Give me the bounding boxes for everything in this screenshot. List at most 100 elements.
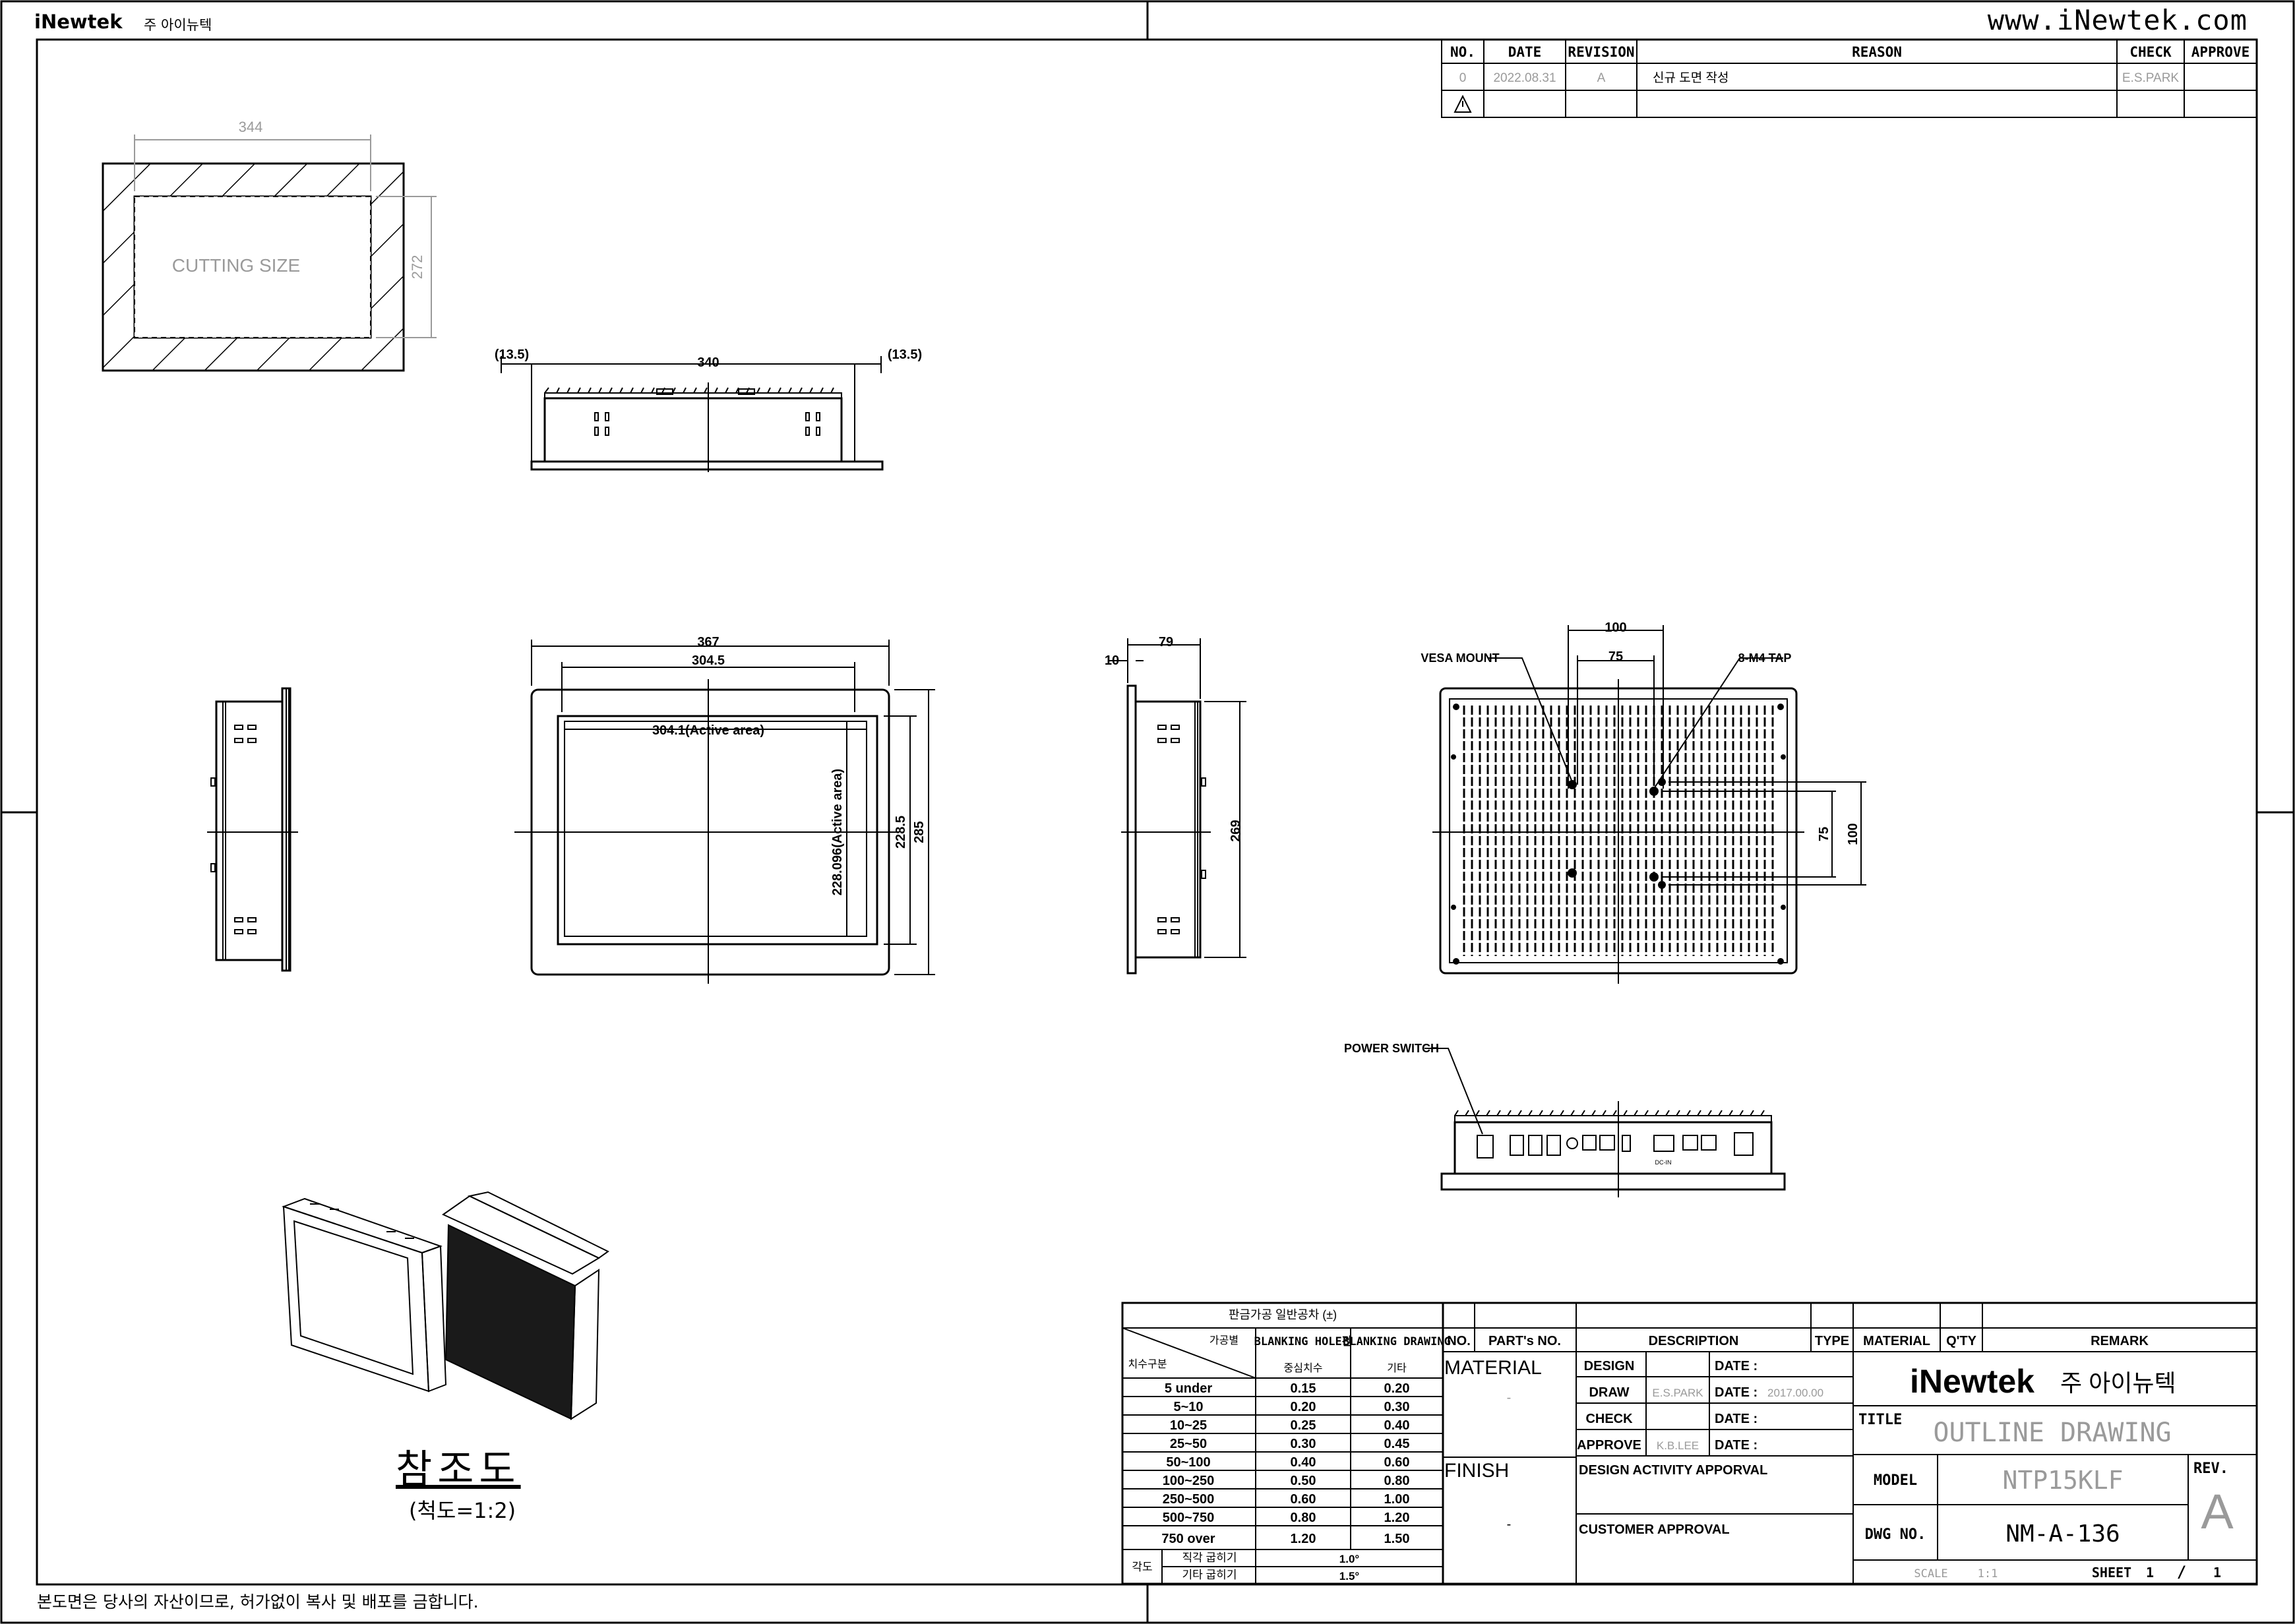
side-depth-dim: 79	[1159, 635, 1173, 649]
rear-dim-75-v: 75	[1817, 827, 1831, 841]
tol-drawing: 1.50	[1384, 1532, 1410, 1546]
title-block-signoff: DESIGN DATE : DRAW E.S.PARK DATE : 2017.…	[1577, 1359, 1823, 1537]
front-view	[514, 640, 935, 984]
title-block-right: iNewtek 주 아이뉴텍 TITLE OUTLINE DRAWING MOD…	[1858, 1363, 2234, 1581]
tb-col-material: MATERIAL	[1863, 1334, 1930, 1348]
website-text: www.iNewtek.com	[1987, 4, 2248, 36]
tb-brand-logo: iNewtek	[1910, 1363, 2035, 1400]
tb-draw-date-label: DATE :	[1715, 1385, 1758, 1400]
tb-check-date-label: DATE :	[1715, 1412, 1758, 1426]
front-bezel-width: 304.5	[692, 653, 725, 668]
tol-hole: 0.20	[1291, 1400, 1316, 1414]
tb-company-ko: 주 아이뉴텍	[2060, 1369, 2176, 1397]
revision-table-text: NO. DATE REVISION REASON CHECK APPROVE	[1450, 44, 2249, 60]
rev-date: 2022.08.31	[1493, 71, 1556, 85]
rev-col-revision: REVISION	[1568, 44, 1634, 60]
tb-col-part: PART's NO.	[1488, 1334, 1561, 1348]
rev-check: E.S.PARK	[2122, 71, 2180, 85]
m4-tap-label: 8-M4 TAP	[1738, 651, 1792, 665]
front-active-width: 304.1(Active area)	[652, 723, 764, 738]
rear-view	[1432, 625, 1866, 984]
tol-drawing: 0.45	[1384, 1437, 1410, 1451]
rear-dim-75-h: 75	[1608, 649, 1623, 664]
power-switch-label: POWER SWITCH	[1344, 1042, 1439, 1055]
tb-sheet-separator: /	[2177, 1563, 2186, 1581]
cutting-width-dim: 344	[239, 119, 263, 135]
tolerance-col1-sub: 중심치수	[1284, 1362, 1323, 1374]
tolerance-diag-bottom: 치수구분	[1128, 1358, 1167, 1370]
side-height-dim: 269	[1229, 820, 1243, 841]
vesa-mount-label: VESA MOUNT	[1421, 651, 1499, 665]
front-active-height: 228.096(Active area)	[830, 769, 845, 895]
tolerance-diag-top: 가공별	[1209, 1335, 1239, 1346]
rev-col-no: NO.	[1450, 44, 1475, 60]
tolerance-title: 판금가공 일반공차 (±)	[1229, 1308, 1337, 1321]
tolerance-col2-head: BLANKING DRAWING	[1343, 1335, 1451, 1348]
cutting-size-label: CUTTING SIZE	[172, 255, 300, 276]
tb-approve-date-label: DATE :	[1715, 1438, 1758, 1453]
tb-rev-value: A	[2201, 1484, 2234, 1539]
tol-hole: 0.60	[1291, 1492, 1316, 1507]
tol-drawing: 0.80	[1384, 1474, 1410, 1488]
reference-scale: (척도=1:2)	[409, 1498, 516, 1523]
title-block	[1442, 1302, 2258, 1585]
tb-dwg-value: NM-A-136	[2005, 1520, 2120, 1548]
top-right-margin-dim: (13.5)	[888, 347, 922, 362]
tol-range: 10~25	[1170, 1418, 1207, 1433]
rear-mount-holes	[1451, 704, 1786, 965]
tol-drawing: 0.30	[1384, 1400, 1410, 1414]
rev-no: 0	[1459, 71, 1467, 85]
tol-hole: 1.20	[1291, 1532, 1316, 1546]
brand-logo: iNewtek	[34, 11, 123, 33]
rev-col-check: CHECK	[2129, 44, 2172, 60]
cutting-height-dim: 272	[409, 255, 425, 280]
rear-dim-100-v: 100	[1846, 823, 1860, 845]
tb-title-label: TITLE	[1858, 1412, 1902, 1428]
tb-col-type: TYPE	[1815, 1334, 1849, 1348]
tol-range: 5~10	[1173, 1400, 1203, 1414]
tb-sheet-total: 1	[2213, 1565, 2221, 1580]
copyright-note: 본도면은 당사의 자산이므로, 허가없이 복사 및 배포를 금합니다.	[37, 1592, 479, 1611]
tolerance-col1-head: BLANKING HOLE간	[1254, 1335, 1353, 1348]
tol-angle-row-label: 기타 굽히기	[1182, 1569, 1237, 1581]
tb-check-label: CHECK	[1585, 1412, 1633, 1426]
tb-customer-approval: CUSTOMER APPROVAL	[1579, 1522, 1730, 1537]
tol-angle-row-label: 직각 굽히기	[1182, 1551, 1237, 1564]
rev-col-approve: APPROVE	[2191, 44, 2250, 60]
front-inner-height: 228.5	[894, 816, 908, 849]
tolerance-table-text: 판금가공 일반공차 (±) 가공별 치수구분 BLANKING HOLE간 중심…	[1128, 1308, 1451, 1374]
tol-range: 50~100	[1166, 1455, 1210, 1470]
revision-row: 0 2022.08.31 A 신규 도면 작성 E.S.PARK	[1459, 71, 2180, 85]
tb-design-label: DESIGN	[1584, 1359, 1635, 1373]
rev-reason: 신규 도면 작성	[1653, 71, 1729, 85]
tb-draw-date: 2017.00.00	[1767, 1387, 1823, 1399]
tol-hole: 0.80	[1291, 1511, 1316, 1525]
dc-in-label: DC-IN	[1655, 1159, 1672, 1166]
tol-drawing: 1.00	[1384, 1492, 1410, 1507]
revision-table	[1441, 39, 2257, 118]
tb-material-value: -	[1507, 1391, 1512, 1405]
tol-angle-row-value: 1.5°	[1339, 1570, 1360, 1582]
isometric-rear	[441, 1191, 609, 1420]
title-block-headers: NO. PART's NO. DESCRIPTION TYPE MATERIAL…	[1447, 1334, 2149, 1348]
cutting-size-view	[102, 135, 437, 372]
tol-hole: 0.15	[1291, 1381, 1316, 1396]
tb-sheet-number: 1	[2146, 1565, 2154, 1580]
tb-col-desc: DESCRIPTION	[1649, 1334, 1739, 1348]
tol-drawing: 0.40	[1384, 1418, 1410, 1433]
tol-angle-label: 각도	[1132, 1561, 1152, 1573]
rear-dim-100-h: 100	[1605, 620, 1626, 635]
tol-hole: 0.40	[1291, 1455, 1316, 1470]
rev-col-date: DATE	[1508, 44, 1542, 60]
tb-col-qty: Q'TY	[1946, 1334, 1977, 1348]
tb-design-date-label: DATE :	[1715, 1359, 1758, 1373]
rev-col-reason: REASON	[1852, 44, 1902, 60]
tb-scale-value: 1:1	[1978, 1567, 1998, 1580]
tb-approve-value: K.B.LEE	[1657, 1439, 1699, 1452]
front-overall-height: 285	[912, 821, 927, 843]
title-block-left: MATERIAL - FINISH -	[1444, 1357, 1542, 1532]
tb-col-remark: REMARK	[2091, 1334, 2149, 1348]
bottom-io-view	[1424, 1048, 1786, 1197]
front-overall-width: 367	[697, 635, 719, 649]
